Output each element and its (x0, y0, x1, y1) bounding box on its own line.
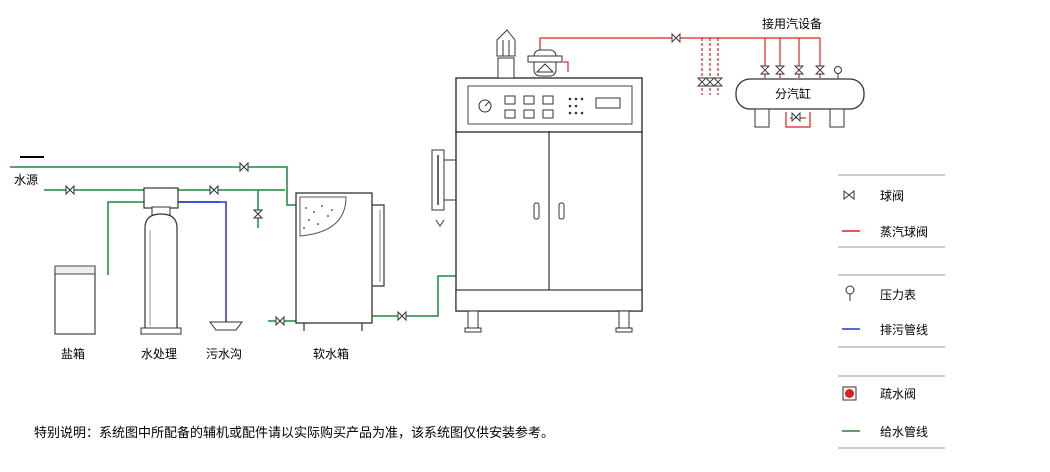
door-handle (558, 202, 565, 220)
drain-pipes (176, 201, 227, 322)
salt-box-body (54, 267, 96, 335)
steam-ball-valve-icon (759, 65, 771, 75)
safety-valve-body (497, 57, 515, 79)
drain-pipe (176, 201, 227, 322)
sewer-label: 污水沟 (206, 347, 242, 361)
water-source-label: 水源 (14, 173, 38, 187)
steam-ball-valve-icon (704, 77, 716, 87)
soft-tank-water-dots (303, 205, 333, 229)
ball-valve-icon (275, 315, 285, 327)
steam-ball-valve-icon (774, 65, 786, 75)
steam-pipe-side (563, 61, 569, 72)
pressure-gauge-icon (845, 285, 855, 295)
steam-header-body (735, 78, 865, 110)
ball-valve-icon (252, 209, 264, 219)
treatment-base (140, 327, 182, 335)
steam-header-support (829, 108, 845, 128)
steam-equipment-label: 接用汽设备 (762, 16, 822, 31)
treatment-vessel (144, 213, 178, 331)
legend-feed-water-line: 给水管线 (880, 424, 928, 439)
soft-water-tank: 软水箱 (295, 192, 385, 361)
steam-ball-valve-icon (712, 77, 724, 87)
door-handle (533, 202, 540, 220)
steam-trap-bypass (785, 112, 811, 128)
feed-pipe-salt (107, 201, 145, 275)
boiler (431, 29, 643, 333)
water-treatment-label: 水处理 (141, 347, 177, 361)
indicator-dots (568, 97, 584, 115)
boiler-display (595, 97, 621, 109)
ball-valve-icon (397, 310, 407, 322)
legend-drain-line: 排污管线 (880, 322, 928, 337)
ball-valve-icon (209, 184, 219, 196)
boiler-feet (464, 310, 633, 333)
sewer: 污水沟 (206, 321, 243, 361)
footnote: 特别说明：系统图中所配备的辅机或配件请以实际购买产品为准，该系统图仅供安装参考。 (34, 426, 555, 441)
steam-valves (671, 32, 826, 123)
treatment-valve-head (143, 187, 179, 209)
boiler-base (455, 289, 643, 312)
steam-ball-valve-icon (671, 32, 681, 44)
soft-tank-window (299, 196, 347, 237)
legend-ball-valve: 球阀 (880, 189, 904, 203)
control-buttons (504, 95, 554, 119)
safety-valve-icon (496, 29, 516, 57)
salt-box-lid (54, 265, 96, 275)
steam-ball-valve-icon (814, 65, 826, 75)
water-source: 水源 (14, 156, 44, 187)
sewer-drain (209, 321, 243, 331)
ball-valve-icon (65, 184, 75, 196)
steam-ball-valve-icon (791, 111, 801, 123)
steam-header-label: 分汽缸 (775, 86, 811, 101)
steam-ball-valve-icon (696, 77, 708, 87)
header-pressure-gauge-icon (834, 66, 842, 74)
soft-water-tank-label: 软水箱 (313, 346, 349, 361)
ball-valve-icon (239, 161, 249, 173)
feed-pipe-main (10, 166, 298, 206)
steam-header-support (754, 108, 770, 128)
legend-steam-ball-valve: 蒸汽球阀 (880, 224, 928, 239)
ball-valve-icon (843, 189, 855, 201)
soft-tank-gauge (372, 204, 385, 287)
feed-valves (65, 161, 407, 327)
legend-dividers (838, 174, 945, 449)
legend-pressure-gauge: 压力表 (880, 288, 916, 302)
steam-ball-valve-icon (793, 65, 805, 75)
salt-box-label: 盐箱 (61, 346, 85, 361)
legend-trap-valve: 疏水阀 (880, 386, 916, 401)
feed-pipe-to-boiler (372, 275, 458, 317)
steam-header: 分汽缸 接用汽设备 (735, 16, 865, 128)
salt-box: 盐箱 (54, 265, 96, 361)
water-treatment: 水处理 (140, 187, 182, 361)
legend: 球阀 蒸汽球阀 压力表 排污管线 疏水阀 给水管线 (838, 174, 945, 449)
